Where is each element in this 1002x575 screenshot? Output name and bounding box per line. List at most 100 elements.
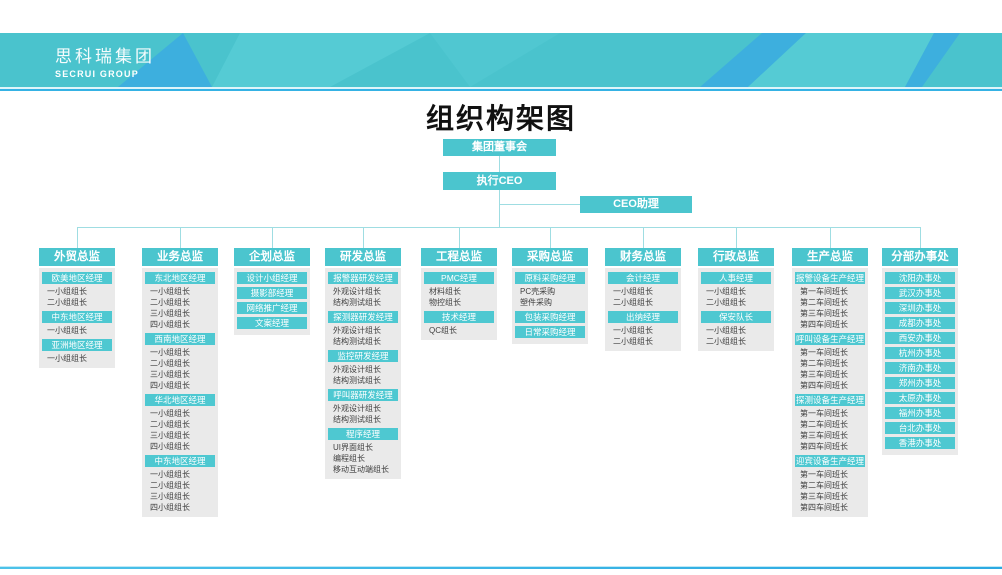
sub-role-bar: 福州办事处 (885, 407, 955, 419)
brand-name-en: SECRUI GROUP (55, 69, 155, 79)
sub-role-bar: 探测设备生产经理 (795, 394, 865, 406)
sub-role-bar: 人事经理 (701, 272, 771, 284)
sub-role-bar: 深圳办事处 (885, 302, 955, 314)
sub-role-bar: 监控研发经理 (328, 350, 398, 362)
role-item: 外观设计组长 (325, 325, 401, 336)
department-header: 分部办事处 (882, 248, 958, 266)
role-item: 三小组组长 (142, 491, 218, 502)
role-item: 一小组组长 (142, 286, 218, 297)
sub-role-bar: 华北地区经理 (145, 394, 215, 406)
page-title: 组织构架图 (0, 97, 1002, 137)
connector-stub (736, 227, 737, 248)
role-item: 二小组组长 (142, 419, 218, 430)
sub-role-bar: 成都办事处 (885, 317, 955, 329)
department-header: 企划总监 (234, 248, 310, 266)
brand-banner: 思科瑞集团 SECRUI GROUP (0, 33, 1002, 87)
sub-role-bar: 呼叫设备生产经理 (795, 333, 865, 345)
connector-stub (830, 227, 831, 248)
sub-role-bar: 探测器研发经理 (328, 311, 398, 323)
sub-role-bar: 亚洲地区经理 (42, 339, 112, 351)
role-item: 结构测试组长 (325, 414, 401, 425)
board-node: 集团董事会 (443, 139, 556, 156)
department-panel: 人事经理一小组组长二小组组长保安队长一小组组长二小组组长 (698, 268, 774, 351)
department-panel: 沈阳办事处武汉办事处深圳办事处成都办事处西安办事处杭州办事处济南办事处郑州办事处… (882, 268, 958, 455)
role-item: 第四车间班长 (792, 441, 868, 452)
department-header: 工程总监 (421, 248, 497, 266)
org-column-3: 企划总监设计小组经理摄影部经理网络推广经理文案经理 (234, 248, 310, 335)
sub-role-bar: 西南地区经理 (145, 333, 215, 345)
sub-role-bar: 杭州办事处 (885, 347, 955, 359)
department-panel: PMC经理材料组长物控组长技术经理QC组长 (421, 268, 497, 340)
sub-role-bar: 武汉办事处 (885, 287, 955, 299)
sub-role-bar: 欧美地区经理 (42, 272, 112, 284)
department-header: 研发总监 (325, 248, 401, 266)
org-column-1: 外贸总监欧美地区经理一小组组长二小组组长中东地区经理一小组组长亚洲地区经理一小组… (39, 248, 115, 368)
sub-role-bar: 会计经理 (608, 272, 678, 284)
connector-stub (180, 227, 181, 248)
sub-role-bar: 程序经理 (328, 428, 398, 440)
role-item: 第一车间班长 (792, 469, 868, 480)
role-item: QC组长 (421, 325, 497, 336)
department-panel: 原料采购经理PC壳采购塑件采购包装采购经理日常采购经理 (512, 268, 588, 344)
department-panel: 报警设备生产经理第一车间班长第二车间班长第三车间班长第四车间班长呼叫设备生产经理… (792, 268, 868, 517)
connector-stub (643, 227, 644, 248)
org-column-6: 采购总监原料采购经理PC壳采购塑件采购包装采购经理日常采购经理 (512, 248, 588, 344)
connector-ceo-assistant (500, 204, 580, 205)
sub-role-bar: 台北办事处 (885, 422, 955, 434)
role-item: 第一车间班长 (792, 286, 868, 297)
brand-name-cn: 思科瑞集团 (55, 42, 155, 67)
role-item: 二小组组长 (142, 358, 218, 369)
sub-role-bar: 呼叫器研发经理 (328, 389, 398, 401)
sub-role-bar: 中东地区经理 (42, 311, 112, 323)
role-item: 二小组组长 (605, 297, 681, 308)
department-header: 财务总监 (605, 248, 681, 266)
role-item: 四小组组长 (142, 441, 218, 452)
department-header: 采购总监 (512, 248, 588, 266)
department-header: 行政总监 (698, 248, 774, 266)
role-item: PC壳采购 (512, 286, 588, 297)
role-item: 一小组组长 (698, 286, 774, 297)
role-item: 第三车间班长 (792, 430, 868, 441)
connector-ceo-main (499, 190, 500, 228)
sub-role-bar: 日常采购经理 (515, 326, 585, 338)
department-panel: 设计小组经理摄影部经理网络推广经理文案经理 (234, 268, 310, 335)
sub-role-bar: 技术经理 (424, 311, 494, 323)
role-item: 一小组组长 (605, 325, 681, 336)
department-panel: 报警器研发经理外观设计组长结构测试组长探测器研发经理外观设计组长结构测试组长监控… (325, 268, 401, 479)
sub-role-bar: 出纳经理 (608, 311, 678, 323)
role-item: 外观设计组长 (325, 403, 401, 414)
connector-stub (77, 227, 78, 248)
role-item: 一小组组长 (142, 347, 218, 358)
bottom-rule (0, 566, 1002, 569)
sub-role-bar: 香港办事处 (885, 437, 955, 449)
role-item: 第二车间班长 (792, 480, 868, 491)
role-item: 一小组组长 (39, 286, 115, 297)
role-item: 第二车间班长 (792, 297, 868, 308)
role-item: 一小组组长 (605, 286, 681, 297)
connector-stub (920, 227, 921, 248)
role-item: 四小组组长 (142, 380, 218, 391)
role-item: 二小组组长 (698, 297, 774, 308)
org-column-10: 分部办事处沈阳办事处武汉办事处深圳办事处成都办事处西安办事处杭州办事处济南办事处… (882, 248, 958, 455)
connector-main-horizontal (77, 227, 921, 228)
connector-stub (459, 227, 460, 248)
department-panel: 东北地区经理一小组组长二小组组长三小组组长四小组组长西南地区经理一小组组长二小组… (142, 268, 218, 517)
role-item: 材料组长 (421, 286, 497, 297)
department-header: 业务总监 (142, 248, 218, 266)
role-item: 二小组组长 (698, 336, 774, 347)
role-item: 三小组组长 (142, 308, 218, 319)
connector-stub (272, 227, 273, 248)
sub-role-bar: 西安办事处 (885, 332, 955, 344)
role-item: 二小组组长 (605, 336, 681, 347)
org-column-2: 业务总监东北地区经理一小组组长二小组组长三小组组长四小组组长西南地区经理一小组组… (142, 248, 218, 517)
sub-role-bar: 迎宾设备生产经理 (795, 455, 865, 467)
role-item: 塑件采购 (512, 297, 588, 308)
role-item: 第一车间班长 (792, 408, 868, 419)
ceo-assistant-node: CEO助理 (580, 196, 692, 213)
org-column-8: 行政总监人事经理一小组组长二小组组长保安队长一小组组长二小组组长 (698, 248, 774, 351)
sub-role-bar: 设计小组经理 (237, 272, 307, 284)
sub-role-bar: PMC经理 (424, 272, 494, 284)
org-column-7: 财务总监会计经理一小组组长二小组组长出纳经理一小组组长二小组组长 (605, 248, 681, 351)
sub-role-bar: 保安队长 (701, 311, 771, 323)
